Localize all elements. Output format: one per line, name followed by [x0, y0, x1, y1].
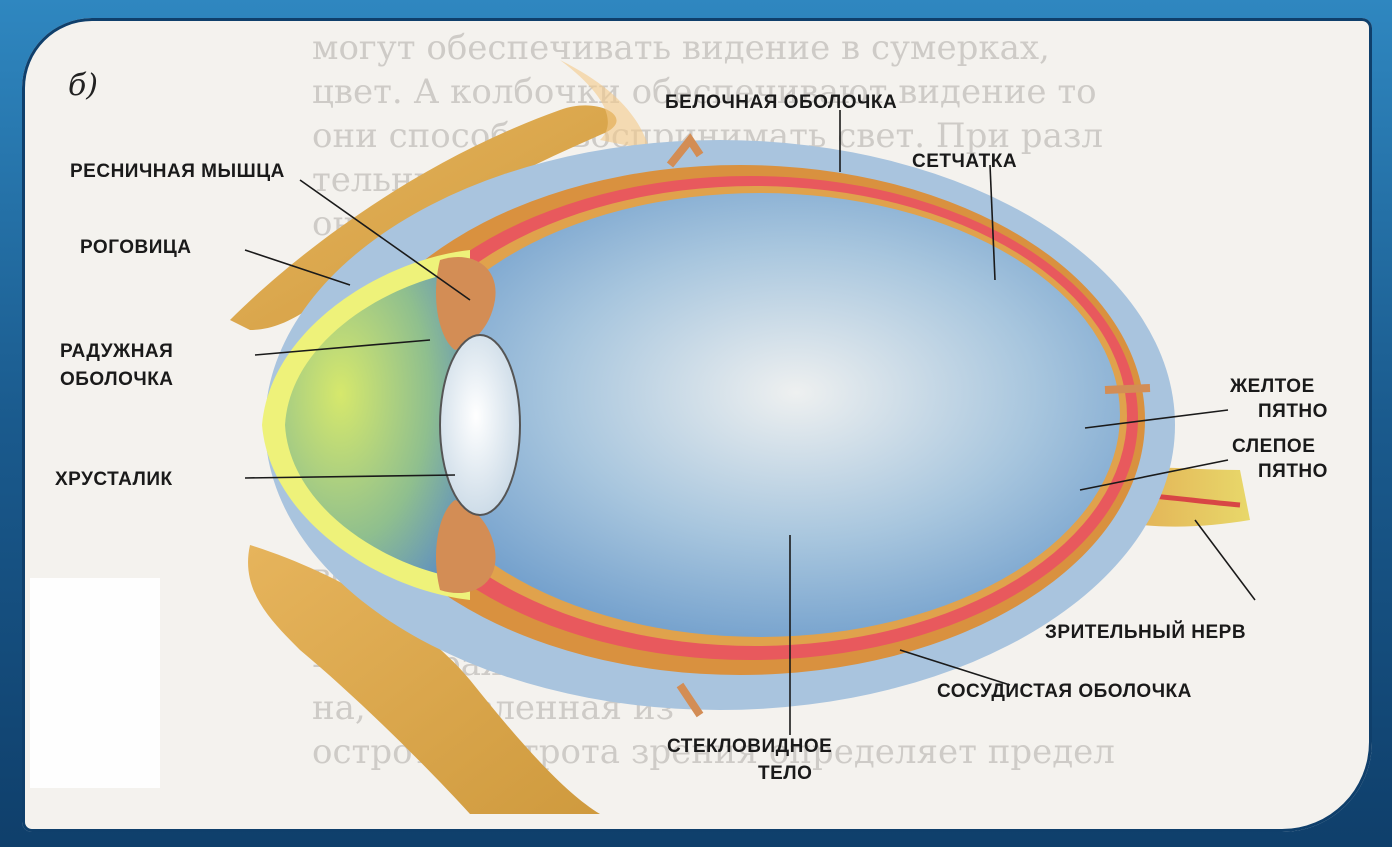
label-blind-spot-line2: ПЯТНО [1258, 461, 1328, 482]
label-retina: СЕТЧАТКА [912, 151, 1017, 172]
label-iris-line1: РАДУЖНАЯ [60, 341, 173, 362]
lens-shape [440, 335, 520, 515]
label-cornea: РОГОВИЦА [80, 237, 191, 258]
label-vitreous-line1: СТЕКЛОВИДНОЕ [667, 736, 832, 757]
label-optic-nerve: ЗРИТЕЛЬНЫЙ НЕРВ [1045, 621, 1246, 643]
label-choroid: СОСУДИСТАЯ ОБОЛОЧКА [937, 681, 1192, 702]
label-vitreous-line2: ТЕЛО [758, 763, 812, 784]
eye-diagram: б) БЕЛОЧНАЯ ОБОЛОЧКА СЕТЧАТКА РЕСНИЧНАЯ … [22, 18, 1372, 832]
label-iris-line2: ОБОЛОЧКА [60, 369, 174, 390]
label-macula-line1: ЖЕЛТОЕ [1229, 376, 1315, 397]
image-panel: могут обеспечивать видение в сумерках, ц… [22, 18, 1372, 832]
label-ciliary-muscle: РЕСНИЧНАЯ МЫШЦА [70, 161, 285, 182]
label-macula-line2: ПЯТНО [1258, 401, 1328, 422]
figure-letter: б) [68, 68, 98, 103]
label-sclera: БЕЛОЧНАЯ ОБОЛОЧКА [665, 92, 897, 113]
label-lens: ХРУСТАЛИК [55, 469, 173, 490]
label-blind-spot-line1: СЛЕПОЕ [1232, 436, 1315, 457]
